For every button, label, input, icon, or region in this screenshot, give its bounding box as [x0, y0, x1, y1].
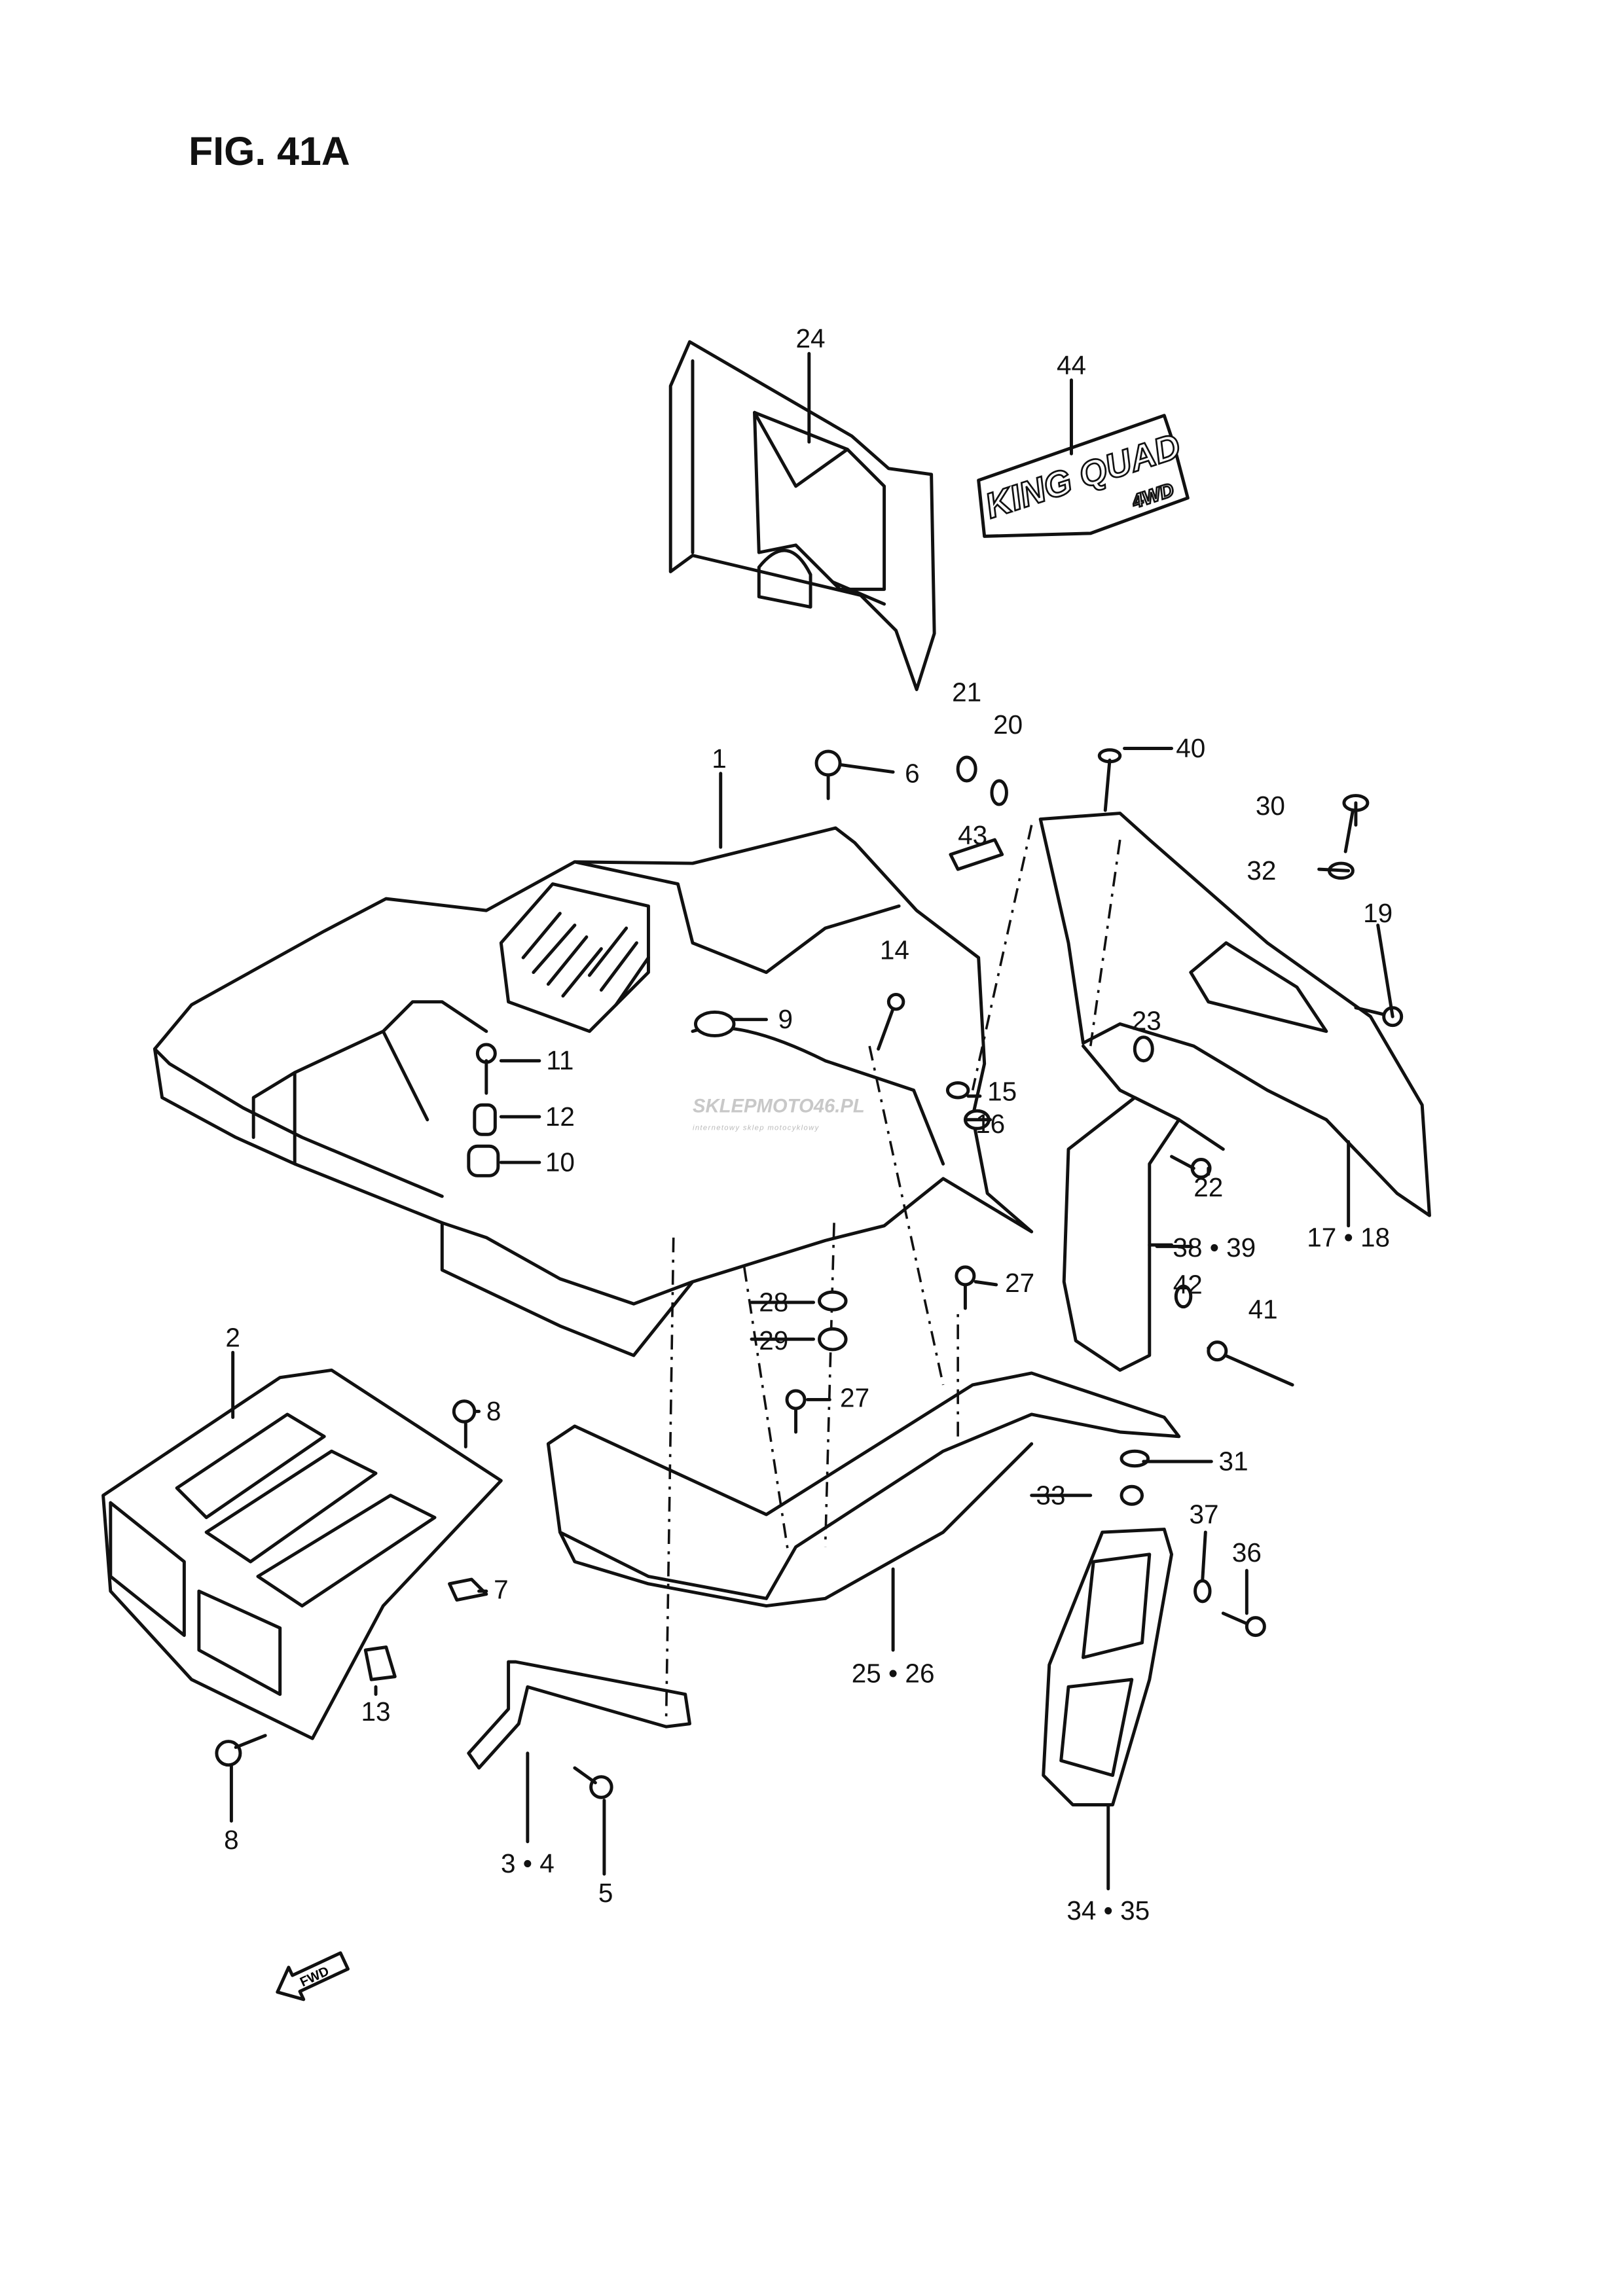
callout-16: 16 — [975, 1109, 1005, 1139]
part-17-18-fender-extension — [1038, 812, 1431, 1228]
callout-42: 42 — [1173, 1269, 1203, 1299]
part-3-4-bracket — [467, 1660, 691, 1844]
callout-32: 32 — [1247, 855, 1276, 886]
callout-25-26: 25 • 26 — [852, 1659, 935, 1689]
callout-13: 13 — [361, 1696, 390, 1727]
callout-9: 9 — [778, 1004, 793, 1034]
figure-title: FIG. 41A — [189, 129, 350, 173]
callout-36: 36 — [1232, 1537, 1262, 1568]
watermark-tagline: internetowy sklep motocyklowy — [693, 1124, 820, 1132]
callout-8b: 8 — [224, 1825, 239, 1855]
callout-1: 1 — [712, 744, 727, 774]
callout-27b: 27 — [840, 1383, 869, 1413]
fwd-arrow-icon: FWD — [276, 1951, 350, 2001]
callout-3-4: 3 • 4 — [501, 1848, 555, 1878]
callout-10: 10 — [545, 1147, 575, 1177]
callout-30: 30 — [1256, 791, 1285, 821]
callout-7: 7 — [494, 1574, 509, 1604]
callout-27a: 27 — [1005, 1268, 1034, 1298]
callout-31: 31 — [1219, 1446, 1248, 1476]
callout-23: 23 — [1132, 1005, 1161, 1035]
callout-24: 24 — [796, 323, 826, 353]
part-1-front-fender — [153, 772, 1034, 1357]
callout-8a: 8 — [486, 1396, 501, 1426]
callout-11: 11 — [546, 1045, 574, 1075]
part-24-panel — [668, 340, 936, 691]
part-34-35-side-plate — [1042, 1528, 1174, 1891]
callout-19: 19 — [1363, 898, 1393, 928]
callout-20: 20 — [993, 709, 1023, 740]
part-44-decal: KING QUAD 4WD — [977, 378, 1190, 538]
callout-21: 21 — [952, 677, 981, 707]
callout-2: 2 — [225, 1322, 240, 1352]
callout-37: 37 — [1190, 1499, 1219, 1530]
callout-6: 6 — [905, 758, 920, 788]
callout-44: 44 — [1057, 350, 1086, 380]
callout-14: 14 — [880, 935, 909, 965]
part-2-side-cover — [101, 1350, 503, 1740]
callout-22: 22 — [1193, 1172, 1223, 1202]
callout-43: 43 — [958, 820, 987, 850]
part-25-26-footrest-frame — [546, 1371, 1181, 1652]
part-38-39-flap — [1062, 1096, 1181, 1372]
callout-5: 5 — [598, 1878, 613, 1908]
callout-12: 12 — [545, 1102, 575, 1132]
callout-17-18: 17 • 18 — [1307, 1222, 1390, 1252]
callout-34-35: 34 • 35 — [1066, 1895, 1150, 1926]
watermark: SKLEPMOTO46.PL internetowy sklep motocyk… — [693, 1096, 865, 1132]
watermark-brand: SKLEPMOTO46.PL — [693, 1096, 865, 1117]
callout-15: 15 — [987, 1076, 1017, 1106]
callout-40: 40 — [1176, 733, 1205, 763]
callout-41: 41 — [1248, 1295, 1278, 1325]
callout-labels: 24 44 21 20 40 6 1 30 43 32 19 14 9 11 2… — [224, 323, 1393, 1926]
